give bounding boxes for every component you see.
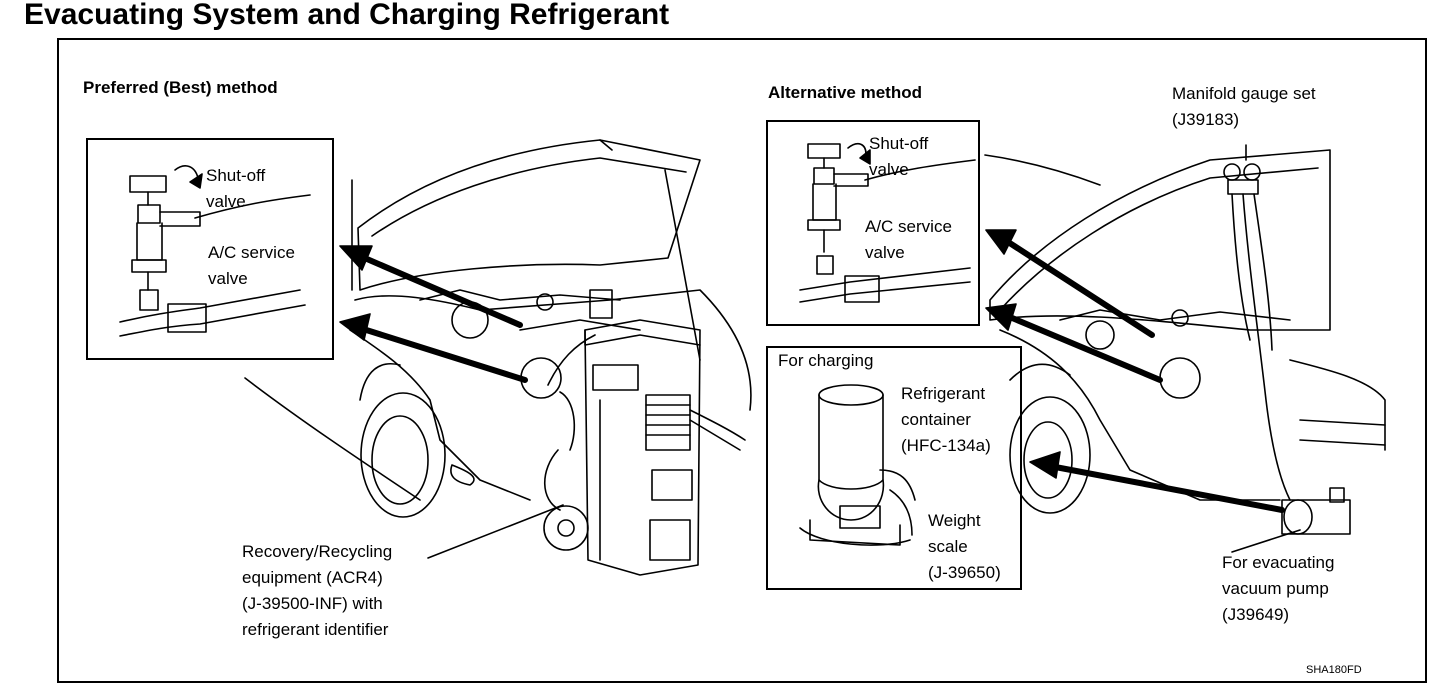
left-valve-illustration <box>119 165 311 337</box>
left-shutoff-label-2: valve <box>206 192 246 211</box>
pump-label-3: (J39649) <box>1222 605 1290 624</box>
right-panel-heading: Alternative method <box>768 83 922 102</box>
right-shutoff-label-2: valve <box>869 160 909 179</box>
figure-frame <box>57 38 1427 683</box>
left-car-illustration <box>244 139 752 518</box>
right-shutoff-label-1: Shut-off <box>869 134 929 153</box>
charging-heading: For charging <box>778 351 874 370</box>
right-valve-illustration <box>799 142 976 303</box>
gauge-set-label-2: (J39183) <box>1172 110 1240 129</box>
equipment-label-2: equipment (ACR4) <box>242 568 383 587</box>
left-panel-heading: Preferred (Best) method <box>83 78 278 97</box>
scale-label-2: scale <box>928 537 968 556</box>
pump-label-2: vacuum pump <box>1222 579 1329 598</box>
left-arrows <box>339 245 528 383</box>
scale-label-1: Weight <box>928 511 981 530</box>
right-car-illustration <box>984 144 1386 535</box>
gauge-set-label-1: Manifold gauge set <box>1172 84 1316 103</box>
right-service-valve-label-1: A/C service <box>865 217 952 236</box>
page-title: Evacuating System and Charging Refrigera… <box>24 0 670 31</box>
container-label-2: container <box>901 410 971 429</box>
refrigerant-container-illustration <box>799 384 916 546</box>
right-service-valve-label-2: valve <box>865 243 905 262</box>
left-service-valve-label-1: A/C service <box>208 243 295 262</box>
scale-label-3: (J-39650) <box>928 563 1001 582</box>
container-label-1: Refrigerant <box>901 384 986 403</box>
left-valve-inset <box>86 138 334 360</box>
container-label-3: (HFC-134a) <box>901 436 991 455</box>
figure-code: SHA180FD <box>1306 664 1362 676</box>
equipment-label-3: (J-39500-INF) with <box>242 594 383 613</box>
charging-inset <box>766 346 1022 590</box>
recovery-machine-illustration <box>543 319 701 576</box>
left-service-valve-label-2: valve <box>208 269 248 288</box>
left-shutoff-label-1: Shut-off <box>206 166 266 185</box>
right-valve-inset <box>766 120 980 326</box>
equipment-label-4: refrigerant identifier <box>242 620 389 639</box>
equipment-label-1: Recovery/Recycling <box>242 542 393 561</box>
pump-label-1: For evacuating <box>1222 553 1335 572</box>
right-arrows <box>985 229 1285 513</box>
